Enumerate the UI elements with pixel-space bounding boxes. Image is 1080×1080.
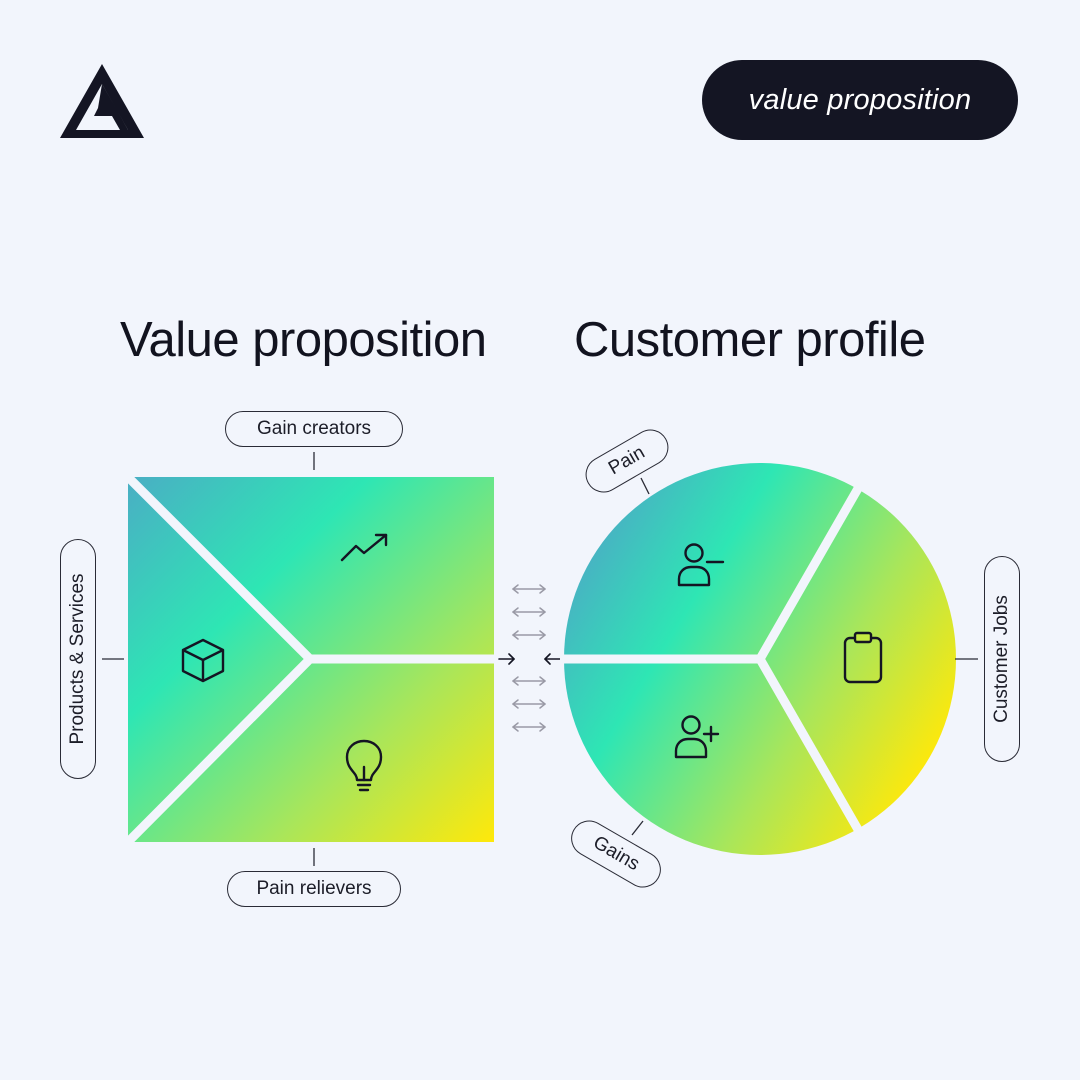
user-plus-icon <box>674 715 720 759</box>
lightbulb-icon <box>345 739 383 792</box>
pain-relievers-label: Pain relievers <box>227 871 401 907</box>
products-services-label: Products & Services <box>60 539 96 779</box>
gain-creators-label: Gain creators <box>225 411 403 447</box>
customer-profile-title: Customer profile <box>574 313 926 367</box>
cube-icon <box>181 638 225 683</box>
value-proposition-title: Value proposition <box>120 313 487 367</box>
fit-arrows <box>498 653 561 665</box>
topic-badge: value proposition <box>702 60 1018 140</box>
clipboard-icon <box>843 631 883 684</box>
trending-up-icon <box>340 533 388 562</box>
value-map-square <box>124 473 498 846</box>
customer-profile-circle <box>560 463 956 855</box>
brand-logo-icon <box>60 64 144 138</box>
customer-jobs-label: Customer Jobs <box>984 556 1020 762</box>
connector-arrows <box>512 584 546 732</box>
leader-lines <box>102 452 978 866</box>
user-minus-icon <box>677 543 725 587</box>
